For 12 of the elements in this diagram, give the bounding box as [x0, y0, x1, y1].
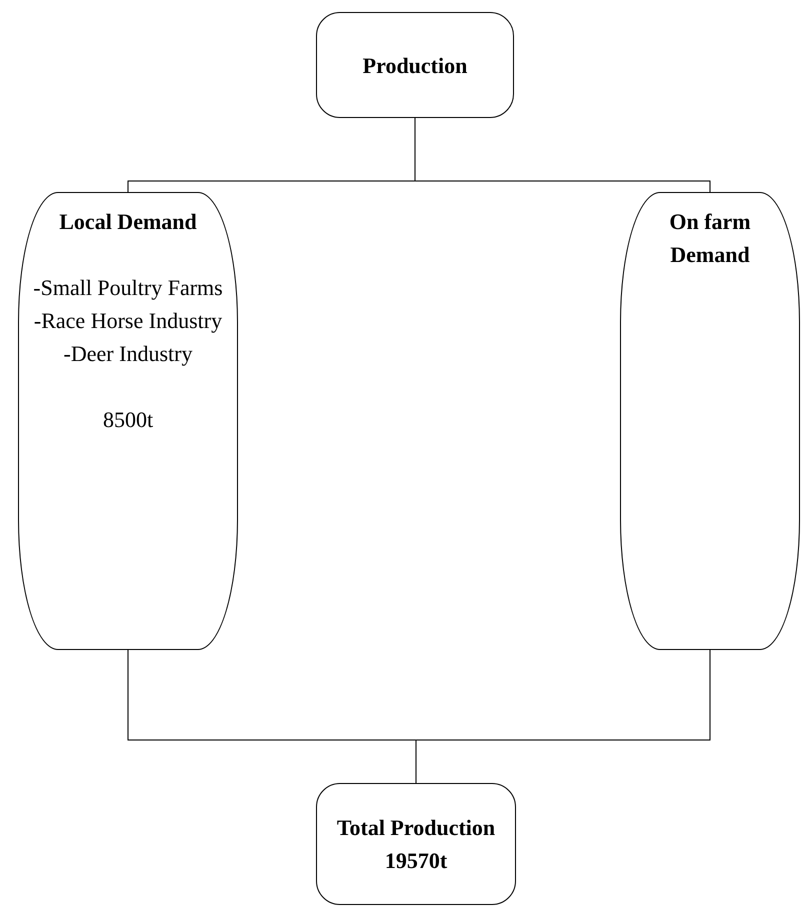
node-title: On farm Demand — [668, 208, 752, 269]
node-text: -Small Poultry Farms — [33, 274, 223, 302]
demand-shape — [18, 192, 238, 650]
demand-shape — [620, 192, 800, 650]
node-text: -Deer Industry — [64, 340, 192, 368]
node-title: Local Demand — [59, 208, 197, 236]
process-box — [316, 783, 516, 905]
node-title: Total Production 19570t — [336, 814, 496, 875]
node-text: -Race Horse Industry — [34, 307, 222, 335]
node-text: 8500t — [102, 406, 154, 434]
process-box — [316, 12, 514, 118]
node-title: Production — [362, 52, 468, 80]
